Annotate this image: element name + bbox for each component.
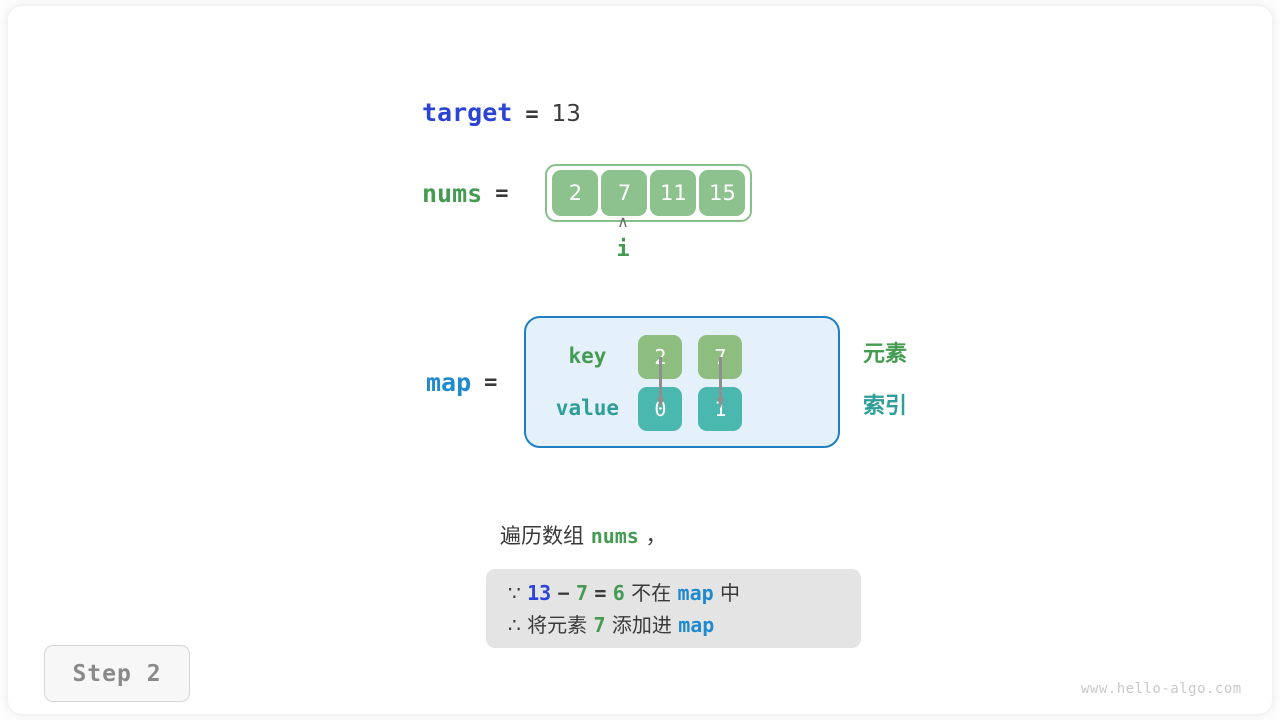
map-row: map = key value 2 0 xyxy=(426,316,841,448)
map-entry: 2 0 xyxy=(638,335,683,431)
map-side-labels: 元素 索引 xyxy=(863,342,907,420)
array-cell: 2 xyxy=(552,170,599,216)
map-equals-sign: = xyxy=(484,369,498,395)
explanation-line: 遍历数组 nums ， xyxy=(500,520,667,550)
pointer-label: i xyxy=(616,237,630,262)
map-key-label: key xyxy=(568,344,607,368)
therefore-symbol: ∴ xyxy=(508,612,521,637)
map-key-box: 2 xyxy=(638,335,683,379)
map-key-box: 7 xyxy=(698,335,743,379)
note-line-2: ∴ 将元素 7 添加进 map xyxy=(508,612,861,638)
note2-number: 7 xyxy=(593,612,606,637)
map-row-labels: key value xyxy=(526,318,648,446)
note-result-value: 6 xyxy=(612,580,625,605)
index-pointer: ∧ i xyxy=(599,214,647,261)
map-container: key value 2 0 7 1 xyxy=(524,316,841,448)
target-variable-label: target xyxy=(422,98,513,127)
explanation-prefix: 遍历数组 xyxy=(500,524,584,548)
content-card: target = 13 nums = 2 7 11 15 ∧ i map = xyxy=(8,6,1272,714)
note-line-1: ∵ 13 − 7 = 6 不在 map 中 xyxy=(508,580,861,606)
array-cell: 11 xyxy=(650,170,697,216)
target-row: target = 13 xyxy=(422,98,581,127)
pointer-caret-icon: ∧ xyxy=(617,212,629,231)
map-value-box: 0 xyxy=(638,387,683,431)
explanation-suffix: ， xyxy=(645,524,667,548)
target-equals-sign: = xyxy=(525,102,539,127)
note2-text-mid: 添加进 xyxy=(611,612,672,637)
note-target-value: 13 xyxy=(527,580,552,605)
note-box: ∵ 13 − 7 = 6 不在 map 中 ∴ 将元素 7 添加进 map xyxy=(486,569,861,648)
note-equals-operator: = xyxy=(594,580,607,605)
watermark: www.hello-algo.com xyxy=(1081,681,1242,697)
note-text-end: 中 xyxy=(720,580,741,605)
map-variable-label: map xyxy=(426,367,472,397)
note-minus-operator: − xyxy=(557,580,570,605)
note-keyword-map: map xyxy=(677,580,714,605)
target-value: 13 xyxy=(551,101,581,127)
nums-variable-label: nums xyxy=(422,178,483,208)
explanation-keyword-nums: nums xyxy=(590,524,639,548)
map-value-label: value xyxy=(555,396,620,420)
array-cell: 15 xyxy=(699,170,746,216)
array-cell: 7 xyxy=(601,170,648,216)
because-symbol: ∵ xyxy=(508,580,521,605)
note-text-mid: 不在 xyxy=(631,580,672,605)
step-badge: Step 2 xyxy=(44,645,190,702)
note2-text-start: 将元素 xyxy=(527,612,588,637)
nums-equals-sign: = xyxy=(495,180,509,206)
map-value-box: 1 xyxy=(698,387,743,431)
note-current-value: 7 xyxy=(575,580,588,605)
nums-row: nums = 2 7 11 15 xyxy=(422,164,753,222)
map-entries: 2 0 7 1 xyxy=(638,335,743,431)
element-label: 元素 xyxy=(863,342,908,367)
index-label: 索引 xyxy=(863,394,908,419)
map-entry: 7 1 xyxy=(698,335,743,431)
array-container: 2 7 11 15 xyxy=(545,164,753,222)
note2-keyword-map: map xyxy=(678,612,715,637)
